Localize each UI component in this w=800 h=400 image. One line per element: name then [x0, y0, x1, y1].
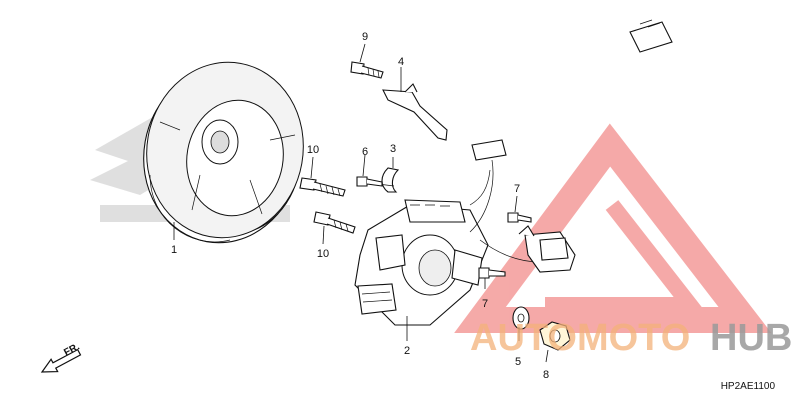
callout-7-lower: 7 — [482, 298, 488, 310]
automotohub-triangle-logo — [454, 123, 772, 333]
washer-5 — [512, 306, 530, 330]
diagram-code: HP2AE1100 — [721, 381, 776, 392]
watermark-text-colored: AUTOMOTO — [470, 317, 690, 359]
screw-6 — [356, 176, 383, 187]
callout-6: 6 — [362, 146, 368, 158]
bracket-4 — [382, 83, 448, 141]
callout-9: 9 — [362, 31, 368, 43]
bolt-7-upper — [507, 212, 532, 223]
callout-5: 5 — [515, 356, 521, 368]
callout-10-upper: 10 — [307, 144, 319, 156]
callout-10-lower: 10 — [317, 248, 329, 260]
callout-4: 4 — [398, 56, 404, 68]
bolt-9 — [350, 61, 384, 79]
pulse-generator — [518, 225, 576, 273]
wire-harness — [469, 19, 673, 263]
nut-8 — [539, 321, 571, 351]
bolt-10-upper — [299, 177, 346, 197]
callout-7-upper: 7 — [514, 183, 520, 195]
callout-2: 2 — [404, 345, 410, 357]
callout-8: 8 — [543, 369, 549, 381]
bolt-10-lower — [313, 211, 356, 234]
flywheel — [143, 61, 304, 244]
front-direction-arrow-icon — [40, 348, 82, 373]
callout-1: 1 — [171, 244, 177, 256]
stator — [354, 169, 491, 326]
bolt-7-lower — [478, 267, 506, 279]
callout-3: 3 — [390, 143, 396, 155]
clamp-3 — [377, 167, 400, 193]
watermark-text-gray: HUB — [710, 317, 792, 359]
leader-lines — [173, 43, 549, 363]
